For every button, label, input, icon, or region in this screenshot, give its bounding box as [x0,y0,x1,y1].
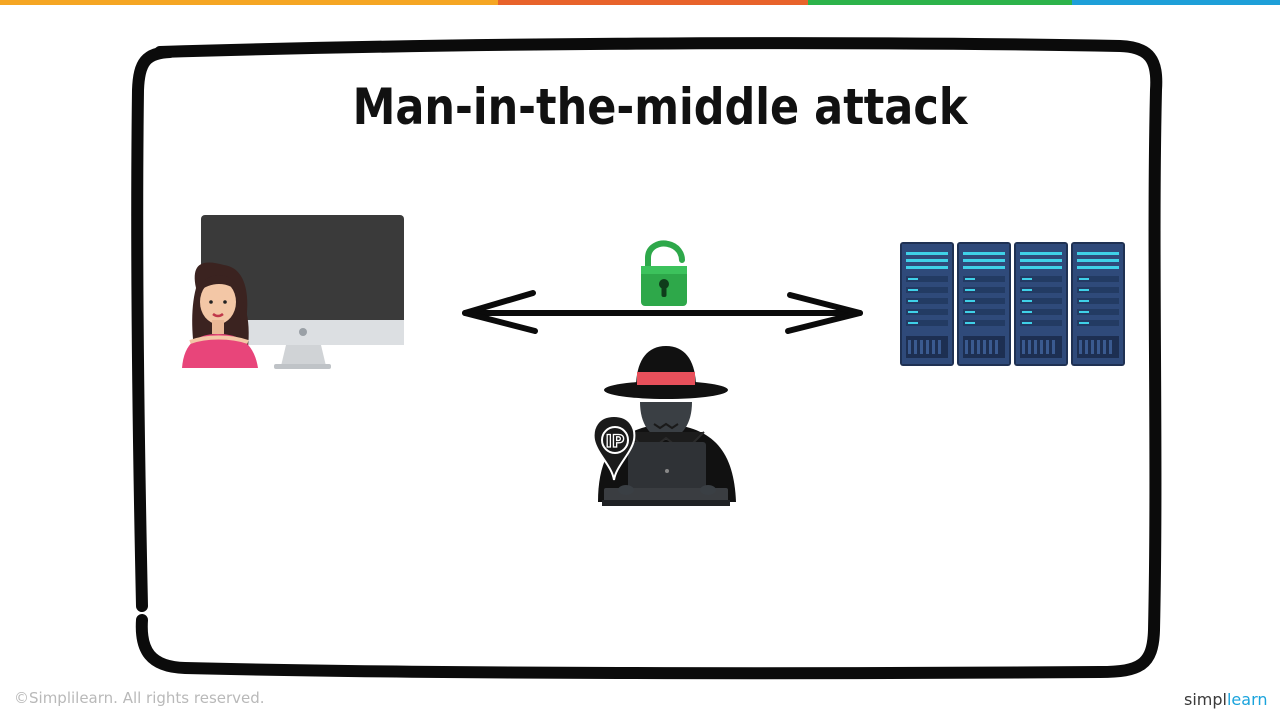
server-rack-icon [900,242,1125,366]
copyright-text: ©Simplilearn. All rights reserved. [14,689,265,707]
ip-location-pin-icon: IP [592,414,636,481]
user-computer-icon [182,215,404,369]
ip-badge-text: IP [606,432,625,452]
unlocked-padlock-icon [641,240,687,306]
brand-logo-right: learn [1226,690,1268,709]
page-title: Man-in-the-middle attack [352,78,968,136]
top-color-bar [0,0,1280,5]
hacker-icon: IP [592,346,736,506]
top-bar-blue [1072,0,1280,5]
top-bar-green [808,0,1072,5]
top-bar-orange [0,0,498,5]
brand-logo[interactable]: simpllearn [1184,690,1268,709]
top-bar-red [498,0,808,5]
double-arrow-icon [462,290,863,334]
brand-logo-left: simpl [1184,690,1227,709]
